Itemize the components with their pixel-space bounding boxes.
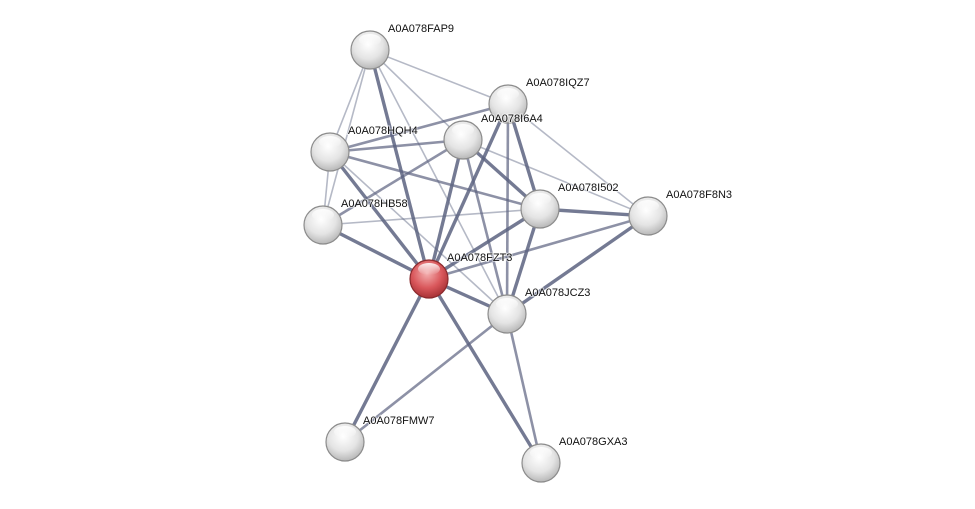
edge-hqh4-jcz3[interactable] <box>329 151 508 315</box>
edge-i6a4-jcz3[interactable] <box>461 139 509 315</box>
node-label: A0A078JCZ3 <box>525 287 590 299</box>
edge-hb58-fzt3[interactable] <box>322 223 430 281</box>
node-highlight <box>497 88 519 100</box>
node-highlight <box>637 200 659 212</box>
node-hb58[interactable]: A0A078HB58 <box>303 197 409 245</box>
edge-iqz7-fzt3[interactable] <box>427 103 510 280</box>
edge-i6a4-fzt3[interactable] <box>427 139 465 280</box>
edge-jcz3-fmw7[interactable] <box>344 312 508 444</box>
node-label: A0A078FZT3 <box>447 252 512 264</box>
edge-fzt3-fmw7[interactable] <box>343 278 431 443</box>
node-highlight <box>529 193 551 205</box>
node-label: A0A078I502 <box>558 182 619 194</box>
edge-hqh4-i502[interactable] <box>329 150 541 211</box>
node-f8n3[interactable]: A0A078F8N3 <box>628 188 733 236</box>
node-highlight <box>319 136 341 148</box>
edge-i502-fzt3[interactable] <box>428 207 541 281</box>
node-highlight <box>496 298 518 310</box>
edge-fap9-fzt3[interactable] <box>368 49 431 280</box>
node-hqh4[interactable]: A0A078HQH4 <box>310 124 419 172</box>
node-label: A0A078GXA3 <box>559 436 628 448</box>
edge-iqz7-jcz3[interactable] <box>505 103 510 315</box>
node-gxa3[interactable]: A0A078GXA3 <box>521 435 629 483</box>
edge-fzt3-gxa3[interactable] <box>427 278 543 464</box>
edge-iqz7-f8n3[interactable] <box>507 103 649 217</box>
edge-hb58-i6a4[interactable] <box>322 138 464 227</box>
node-highlight <box>530 447 552 459</box>
node-label: A0A078F8N3 <box>666 189 732 201</box>
node-iqz7[interactable]: A0A078IQZ7 <box>488 76 591 124</box>
node-label: A0A078FAP9 <box>388 23 454 35</box>
edge-f8n3-jcz3[interactable] <box>506 214 649 316</box>
node-fmw7[interactable]: A0A078FMW7 <box>325 414 436 462</box>
edge-hqh4-fzt3[interactable] <box>328 150 431 281</box>
node-highlight <box>334 426 356 438</box>
node-highlight <box>359 34 381 46</box>
edge-hqh4-iqz7[interactable] <box>329 102 509 154</box>
node-highlight <box>312 209 334 221</box>
node-fzt3[interactable]: A0A078FZT3 <box>409 251 513 299</box>
node-label: A0A078I6A4 <box>481 113 543 125</box>
node-fap9[interactable]: A0A078FAP9 <box>350 22 455 70</box>
node-highlight <box>452 124 474 136</box>
node-highlight <box>418 263 440 275</box>
edge-f8n3-fzt3[interactable] <box>428 214 649 281</box>
node-label: A0A078HB58 <box>341 198 408 210</box>
node-i6a4[interactable]: A0A078I6A4 <box>443 112 544 160</box>
edge-fap9-i6a4[interactable] <box>369 49 464 141</box>
node-jcz3[interactable]: A0A078JCZ3 <box>487 286 591 334</box>
edge-fap9-hb58[interactable] <box>322 49 371 226</box>
edge-hqh4-i6a4[interactable] <box>329 138 464 154</box>
edge-jcz3-gxa3[interactable] <box>505 313 543 464</box>
node-label: A0A078HQH4 <box>348 125 418 137</box>
node-label: A0A078IQZ7 <box>526 77 590 89</box>
edge-i6a4-f8n3[interactable] <box>462 139 649 217</box>
edge-fap9-iqz7[interactable] <box>369 49 509 105</box>
edge-hb58-i502[interactable] <box>322 208 541 226</box>
node-label: A0A078FMW7 <box>363 415 435 427</box>
node-i502[interactable]: A0A078I502 <box>520 181 620 229</box>
